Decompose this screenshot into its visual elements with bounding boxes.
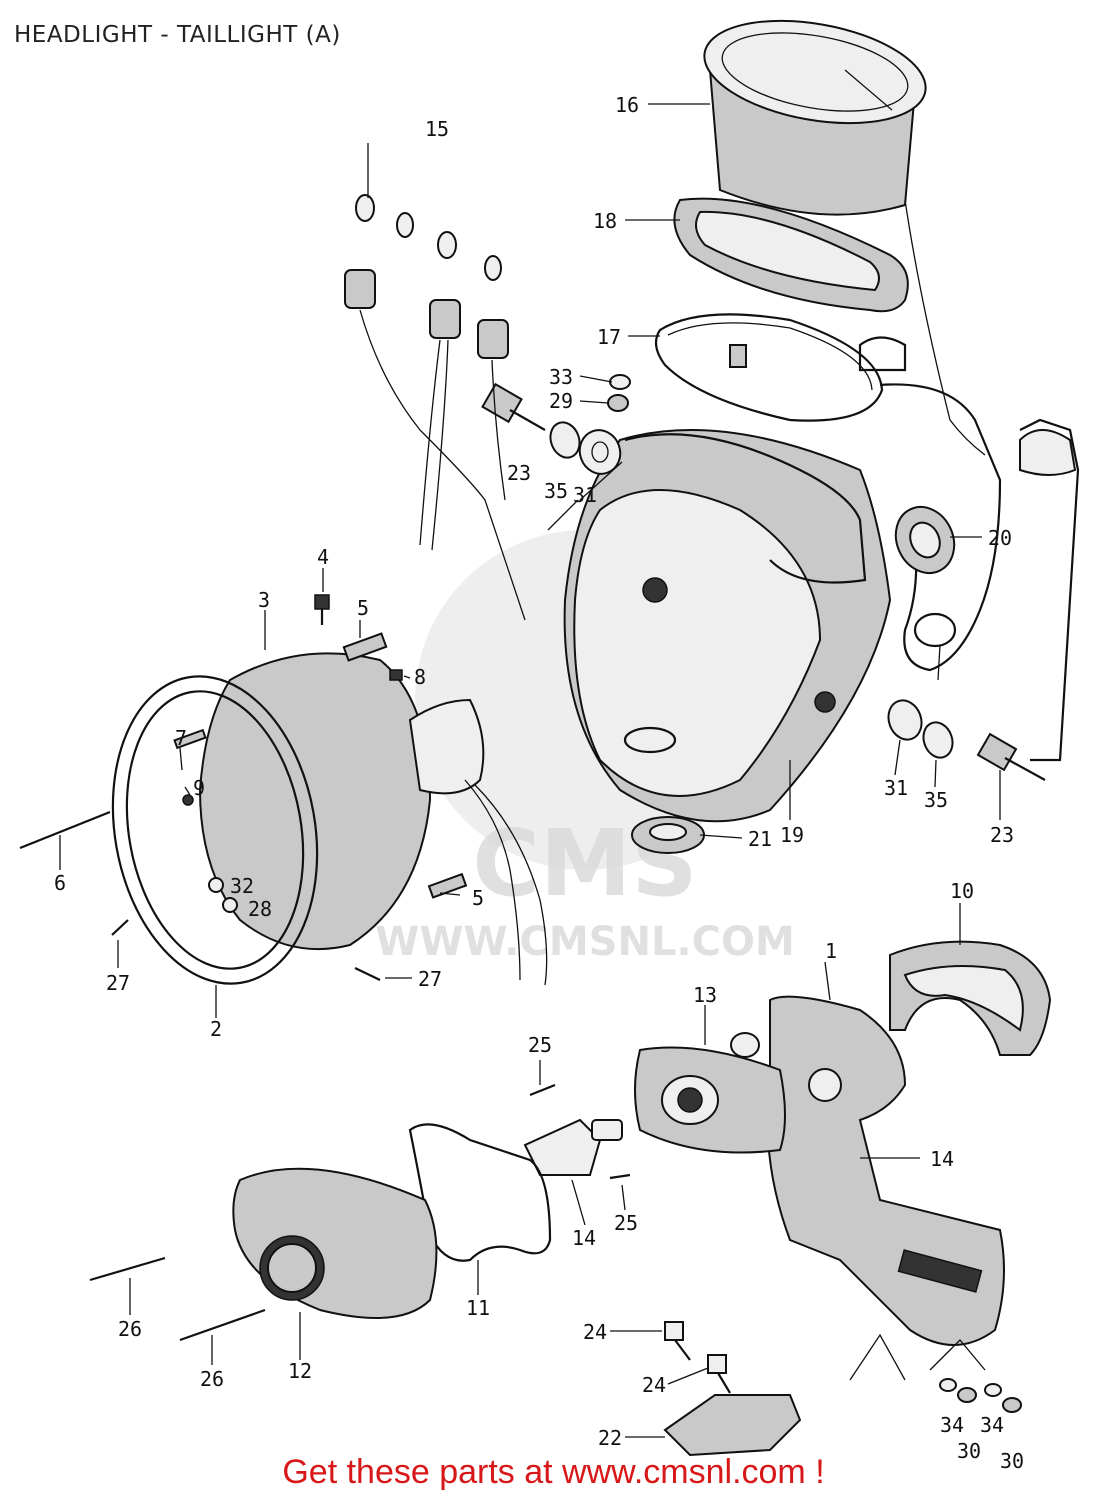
part-number-labels: 1 2 3 4 5 5 6 7 8 9 10 11 12 13 14 14 15… — [54, 93, 1024, 1473]
label-23b: 23 — [990, 823, 1014, 847]
label-6: 6 — [54, 871, 66, 895]
label-17: 17 — [597, 325, 621, 349]
label-24a: 24 — [583, 1320, 607, 1344]
headlight-rim-2 — [111, 675, 319, 985]
label-2: 2 — [210, 1017, 222, 1041]
label-35a: 35 — [544, 479, 568, 503]
label-35b: 35 — [924, 788, 948, 812]
label-18: 18 — [593, 209, 617, 233]
label-1: 1 — [825, 939, 837, 963]
label-25b: 25 — [614, 1211, 638, 1235]
switch-23-lower — [976, 732, 1046, 781]
ring-17 — [654, 313, 884, 422]
promo-banner[interactable]: Get these parts at www.cmsnl.com ! — [282, 1453, 825, 1491]
label-31b: 31 — [884, 776, 908, 800]
switch-23-upper — [481, 382, 546, 431]
label-3: 3 — [258, 588, 270, 612]
tail-lens-12 — [232, 1167, 438, 1319]
small-hardware — [19, 594, 468, 981]
washers — [549, 374, 954, 759]
label-7: 7 — [175, 726, 187, 750]
label-29: 29 — [549, 389, 573, 413]
label-13: 13 — [693, 983, 717, 1007]
grommet-20 — [894, 505, 956, 575]
label-33: 33 — [549, 365, 573, 389]
lens-holder-13 — [634, 1032, 786, 1154]
label-22: 22 — [598, 1426, 622, 1450]
leader-lines — [59, 103, 1001, 1438]
label-34b: 34 — [980, 1413, 1004, 1437]
label-32: 32 — [230, 874, 254, 898]
watermark-url: WWW.CMSNL.COM — [375, 919, 795, 965]
label-27b: 27 — [418, 967, 442, 991]
label-27a: 27 — [106, 971, 130, 995]
bulb-socket-14 — [523, 1118, 623, 1176]
mount-hardware — [663, 1321, 1022, 1457]
diagram-title: HEADLIGHT - TAILLIGHT (A) — [14, 22, 341, 48]
headlight-unit-3 — [198, 652, 548, 986]
label-26a: 26 — [118, 1317, 142, 1341]
screws-26 — [89, 1256, 266, 1342]
label-14b: 14 — [572, 1226, 596, 1250]
label-30b: 30 — [1000, 1449, 1024, 1473]
label-20: 20 — [988, 526, 1012, 550]
label-8: 8 — [414, 665, 426, 689]
label-12: 12 — [288, 1359, 312, 1383]
label-31a: 31 — [573, 483, 597, 507]
label-10: 10 — [950, 879, 974, 903]
grommet-21 — [631, 816, 705, 854]
label-24b: 24 — [642, 1373, 666, 1397]
frame-cover — [858, 336, 1080, 762]
gasket-18 — [673, 197, 909, 313]
bulbs-and-sockets-15 — [344, 194, 526, 621]
speedometer-16 — [703, 19, 986, 456]
label-21: 21 — [748, 827, 772, 851]
label-34a: 34 — [940, 1413, 964, 1437]
label-26b: 26 — [200, 1367, 224, 1391]
label-25a: 25 — [528, 1033, 552, 1057]
label-9: 9 — [193, 776, 205, 800]
license-bracket-1 — [766, 995, 1005, 1346]
label-16: 16 — [615, 93, 639, 117]
headlight-case-19 — [563, 429, 892, 823]
label-14a: 14 — [930, 1147, 954, 1171]
label-5a: 5 — [357, 596, 369, 620]
label-19: 19 — [780, 823, 804, 847]
taillight-cover-10 — [889, 940, 1052, 1056]
label-28: 28 — [248, 897, 272, 921]
label-15: 15 — [425, 117, 449, 141]
label-11: 11 — [466, 1296, 490, 1320]
label-30a: 30 — [957, 1439, 981, 1463]
label-4: 4 — [317, 545, 329, 569]
screws-25 — [529, 1083, 631, 1180]
label-23a: 23 — [507, 461, 531, 485]
label-5b: 5 — [472, 886, 484, 910]
